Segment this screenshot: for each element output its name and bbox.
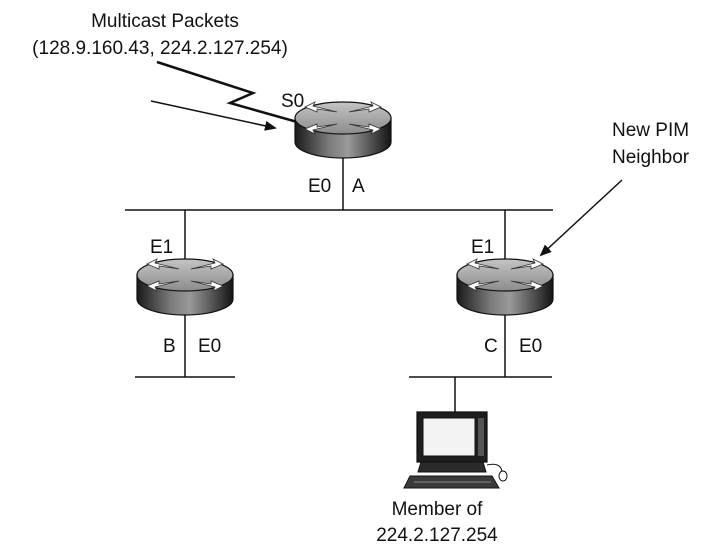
router-b-e1-label: E1 (150, 237, 173, 258)
source-label-line2: (128.9.160.43, 224.2.127.254) (32, 38, 288, 59)
router-a-name: A (352, 176, 365, 197)
serial-link (156, 60, 309, 127)
router-b (136, 258, 234, 316)
member-label-line2: 224.2.127.254 (376, 525, 498, 544)
router-b-name: B (163, 336, 176, 357)
member-host-computer (403, 411, 508, 489)
annotation-arrow (539, 179, 623, 257)
router-c-e1-label: E1 (471, 237, 494, 258)
router-c (456, 258, 554, 316)
source-label-line1: Multicast Packets (91, 11, 239, 32)
router-a-e0-label: E0 (308, 176, 331, 197)
router-c-e0-label: E0 (519, 336, 542, 357)
router-a-s0-label: S0 (281, 91, 304, 112)
annotation-line1: New PIM (612, 120, 689, 141)
packet-flow-arrow (150, 100, 277, 131)
router-c-name: C (484, 336, 498, 357)
annotation-line2: Neighbor (612, 147, 690, 168)
router-b-e0-label: E0 (198, 336, 221, 357)
member-label-line1: Member of (392, 499, 484, 520)
router-a (294, 101, 392, 159)
